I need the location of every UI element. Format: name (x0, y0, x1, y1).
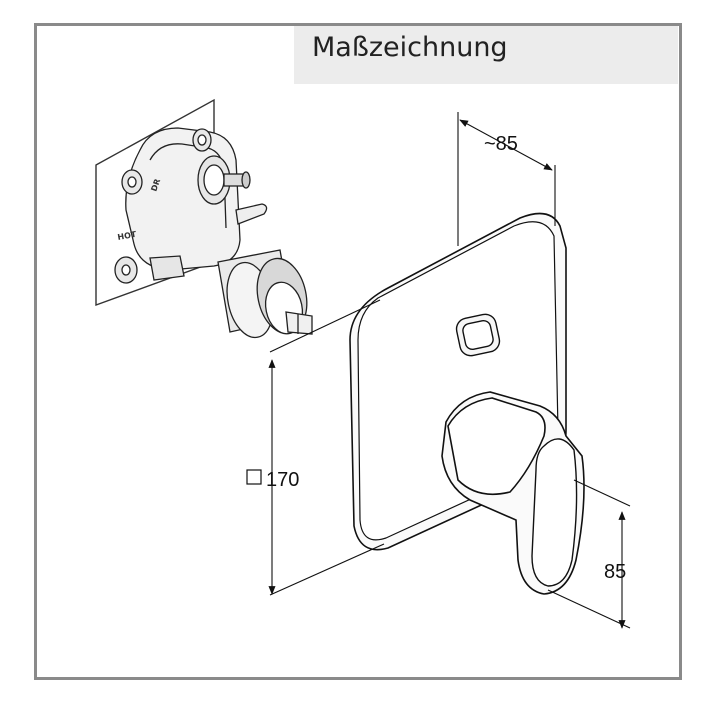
drawing-frame (34, 23, 682, 680)
square-symbol-icon (246, 469, 262, 485)
lever-dimension (547, 479, 631, 629)
lever-handle (441, 391, 585, 595)
title-banner: Maßzeichnung (294, 26, 678, 84)
plate-height-dimension (268, 299, 385, 596)
diverter-button (455, 313, 501, 357)
drawing-title: Maßzeichnung (312, 32, 508, 63)
lever-dimension-label: 85 (604, 561, 626, 583)
hot-label: HOT (117, 230, 138, 242)
plate-height-dimension-label: 170 (266, 469, 299, 491)
depth-dimension-label: ~85 (484, 133, 518, 155)
depth-dimension (457, 112, 556, 246)
concealed-valve-body (95, 98, 313, 339)
dr-label: DR (149, 178, 162, 193)
